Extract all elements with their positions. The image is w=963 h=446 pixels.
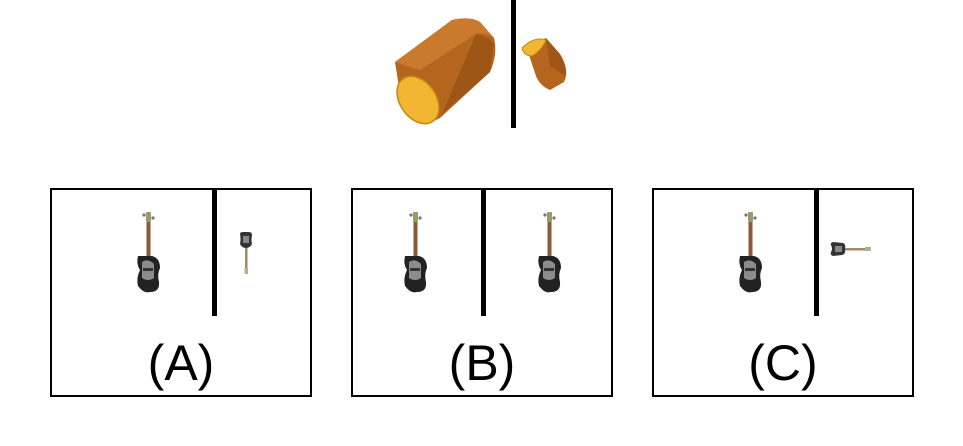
large-wood-block-image [395,18,496,125]
reference-pair [380,0,600,130]
option-b-card[interactable]: (B) [351,188,613,397]
reference-divider [511,0,516,128]
option-b-label: (B) [448,335,516,391]
option-c-label: (C) [748,335,818,391]
bass-guitar-icon [137,212,160,293]
option-a-divider [212,190,217,316]
bass-guitar-small-icon [240,232,252,274]
bass-guitar-icon [739,212,762,293]
option-a-card[interactable]: (A) [50,188,312,397]
bass-guitar-icon [404,212,427,293]
bass-guitar-horizontal-icon [830,242,871,256]
option-c-card[interactable]: (C) [652,188,914,397]
option-a-label: (A) [147,335,215,391]
option-b-divider [481,190,486,316]
bass-guitar-icon [538,212,561,293]
option-c-divider [814,190,819,316]
small-wood-block-image [521,38,567,90]
